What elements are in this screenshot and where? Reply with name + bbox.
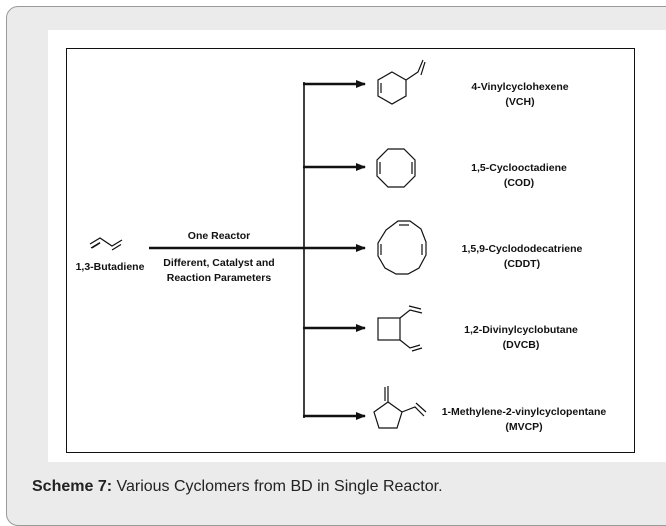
- product-abbr: (COD): [503, 177, 535, 189]
- reaction-scheme: [89, 59, 427, 429]
- product-name: 1,5-Cyclooctadiene: [471, 162, 567, 174]
- arrow-label-bottom-line-1: Different, Catalyst and: [163, 257, 275, 269]
- cddt-structure: [377, 220, 427, 275]
- arrow-label-top: One Reactor: [187, 230, 251, 242]
- product-label-vch: 4-Vinylcyclohexene (VCH): [471, 80, 568, 110]
- butadiene-double-bond-1: [90, 241, 101, 249]
- vch-structure: [377, 59, 426, 105]
- product-name: 1-Methylene-2-vinylcyclopentane: [441, 406, 607, 418]
- product-name: 1,2-Divinylcyclobutane: [464, 324, 578, 336]
- product-abbr: (DVCB): [502, 339, 540, 351]
- arrow-label-bottom-line-2: Reaction Parameters: [166, 272, 272, 284]
- product-label-dvcb: 1,2-Divinylcyclobutane (DVCB): [464, 323, 578, 353]
- butadiene-structure: [89, 237, 123, 247]
- product-abbr: (MVCP): [505, 421, 543, 433]
- figure-caption: Scheme 7: Various Cyclomers from BD in S…: [32, 478, 443, 496]
- product-abbr: (VCH): [505, 96, 535, 108]
- arrow-label-bottom: Different, Catalyst and Reaction Paramet…: [163, 256, 274, 286]
- product-name: 1,5,9-Cyclododecatriene: [461, 243, 583, 255]
- product-label-cod: 1,5-Cyclooctadiene (COD): [471, 161, 567, 191]
- caption-text: Various Cyclomers from BD in Single Reac…: [112, 478, 443, 495]
- cod-structure: [376, 148, 416, 188]
- caption-label: Scheme 7:: [32, 478, 113, 495]
- product-label-mvcp: 1-Methylene-2-vinylcyclopentane (MVCP): [442, 405, 607, 435]
- product-name: 4-Vinylcyclohexene: [471, 81, 569, 93]
- product-label-cddt: 1,5,9-Cyclododecatriene (CDDT): [462, 242, 583, 272]
- mvcp-structure: [373, 386, 427, 429]
- butadiene-double-bond-2: [111, 243, 122, 251]
- dvcb-structure: [377, 305, 423, 352]
- reactant-label: 1,3-Butadiene: [75, 261, 145, 273]
- product-abbr: (CDDT): [503, 258, 541, 270]
- scheme-frame: [66, 48, 635, 453]
